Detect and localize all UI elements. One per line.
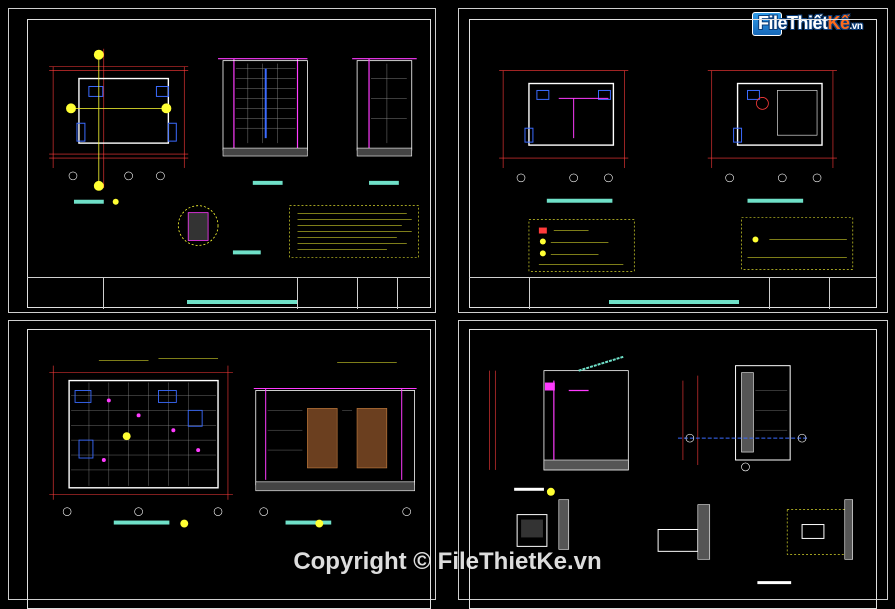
title-block-1 bbox=[27, 277, 431, 309]
floor-plan-drawing-1 bbox=[49, 48, 419, 258]
title-block-2 bbox=[469, 277, 877, 309]
floor-plan-drawing-2 bbox=[499, 70, 854, 272]
logo-icon bbox=[752, 12, 782, 36]
drawing-sheet-1 bbox=[8, 8, 436, 313]
copyright-watermark: Copyright © FileThietKe.vn bbox=[293, 548, 602, 575]
logo-text: FileThiếtKế.vn bbox=[758, 13, 863, 33]
drawing-sheet-3 bbox=[8, 320, 436, 609]
floor-plan-drawing-3 bbox=[49, 358, 417, 528]
drawing-sheet-2 bbox=[458, 8, 888, 313]
detail-drawings-4 bbox=[489, 355, 854, 585]
filethietke-logo: FileThiếtKế.vn bbox=[752, 6, 890, 40]
